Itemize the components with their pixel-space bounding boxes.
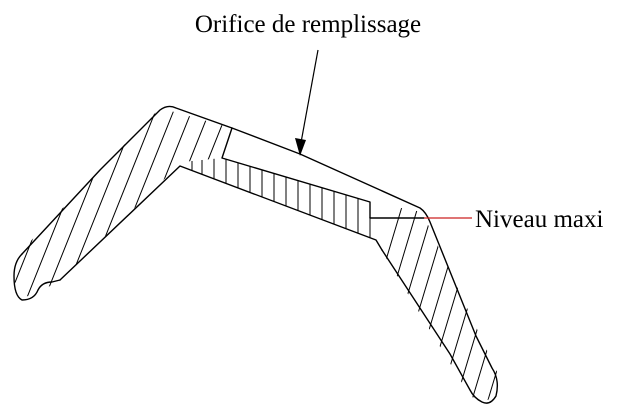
filler-opening-label: Orifice de remplissage: [195, 11, 421, 38]
filler-opening-leader: [299, 49, 319, 149]
part-outer-outline: [21, 105, 499, 404]
hatching-center-bar: [191, 158, 371, 242]
part-inner-outline: [59, 165, 383, 281]
max-level-label: Niveau maxi: [475, 206, 603, 233]
left-end-break: [13, 253, 61, 301]
filler-opening-channel: [221, 127, 371, 219]
filler-opening-arrowhead: [295, 138, 306, 156]
hatching-left-arm: [14, 109, 229, 298]
